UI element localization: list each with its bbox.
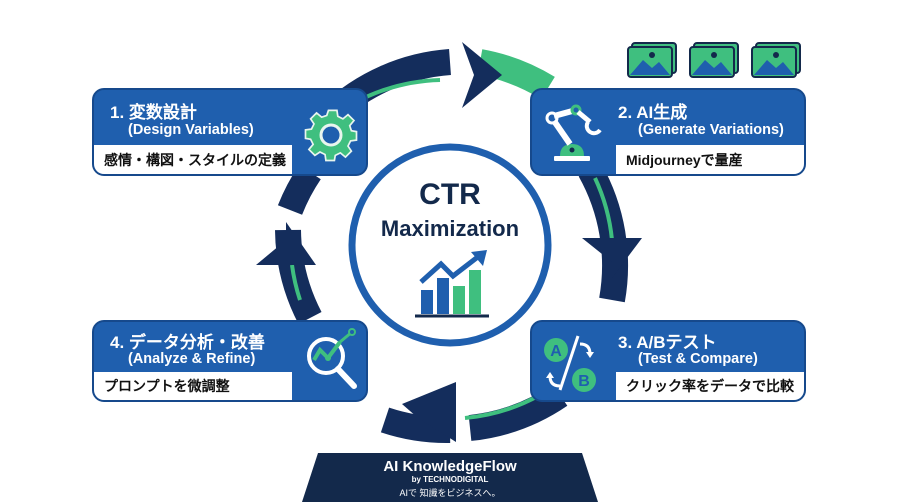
center-title: CTR <box>419 178 481 211</box>
robot-arm-icon <box>545 104 602 161</box>
step-2-title: 2. AI生成 <box>618 103 688 122</box>
step-4-description: プロンプトを微調整 <box>94 372 292 400</box>
step-3-card: A B 3. A/Bテスト (Test & Compare) クリック率をデータ… <box>530 320 806 402</box>
step-3-subtitle: (Test & Compare) <box>638 351 758 367</box>
image-icon <box>627 42 677 78</box>
image-icon <box>689 42 739 78</box>
footer-brand: AI KnowledgeFlow <box>383 458 517 475</box>
step-1-description: 感情・構図・スタイルの定義 <box>94 145 292 174</box>
center-circle <box>348 143 552 347</box>
ab-swap-icon: A B <box>544 335 596 392</box>
svg-text:B: B <box>578 373 590 390</box>
step-3-title: 3. A/Bテスト <box>618 333 717 352</box>
step-2-card: 2. AI生成 (Generate Variations) Midjourney… <box>530 88 806 176</box>
step-2-description: Midjourneyで量産 <box>616 145 804 174</box>
image-stack <box>626 42 806 82</box>
magnifier-analytics-icon <box>307 328 357 389</box>
step-1-card: 1. 変数設計 (Design Variables) 感情・構図・スタイルの定義 <box>92 88 368 176</box>
step-1-subtitle: (Design Variables) <box>128 122 254 138</box>
step-2-subtitle: (Generate Variations) <box>638 122 784 138</box>
step-3-description: クリック率をデータで比較 <box>616 372 804 400</box>
step-4-subtitle: (Analyze & Refine) <box>128 351 256 367</box>
svg-text:A: A <box>550 343 562 360</box>
footer-tagline: AIで 知識をビジネスへ。 <box>399 488 501 498</box>
image-icon <box>751 42 801 78</box>
center-subtitle: Maximization <box>380 216 520 241</box>
gear-icon <box>304 109 358 162</box>
growth-chart-icon <box>415 250 489 318</box>
step-4-card: 4. データ分析・改善 (Analyze & Refine) プロンプトを微調整 <box>92 320 368 402</box>
step-1-title: 1. 変数設計 <box>110 103 197 122</box>
footer-byline: by TECHNODIGITAL <box>411 475 489 484</box>
step-4-title: 4. データ分析・改善 <box>110 333 265 352</box>
